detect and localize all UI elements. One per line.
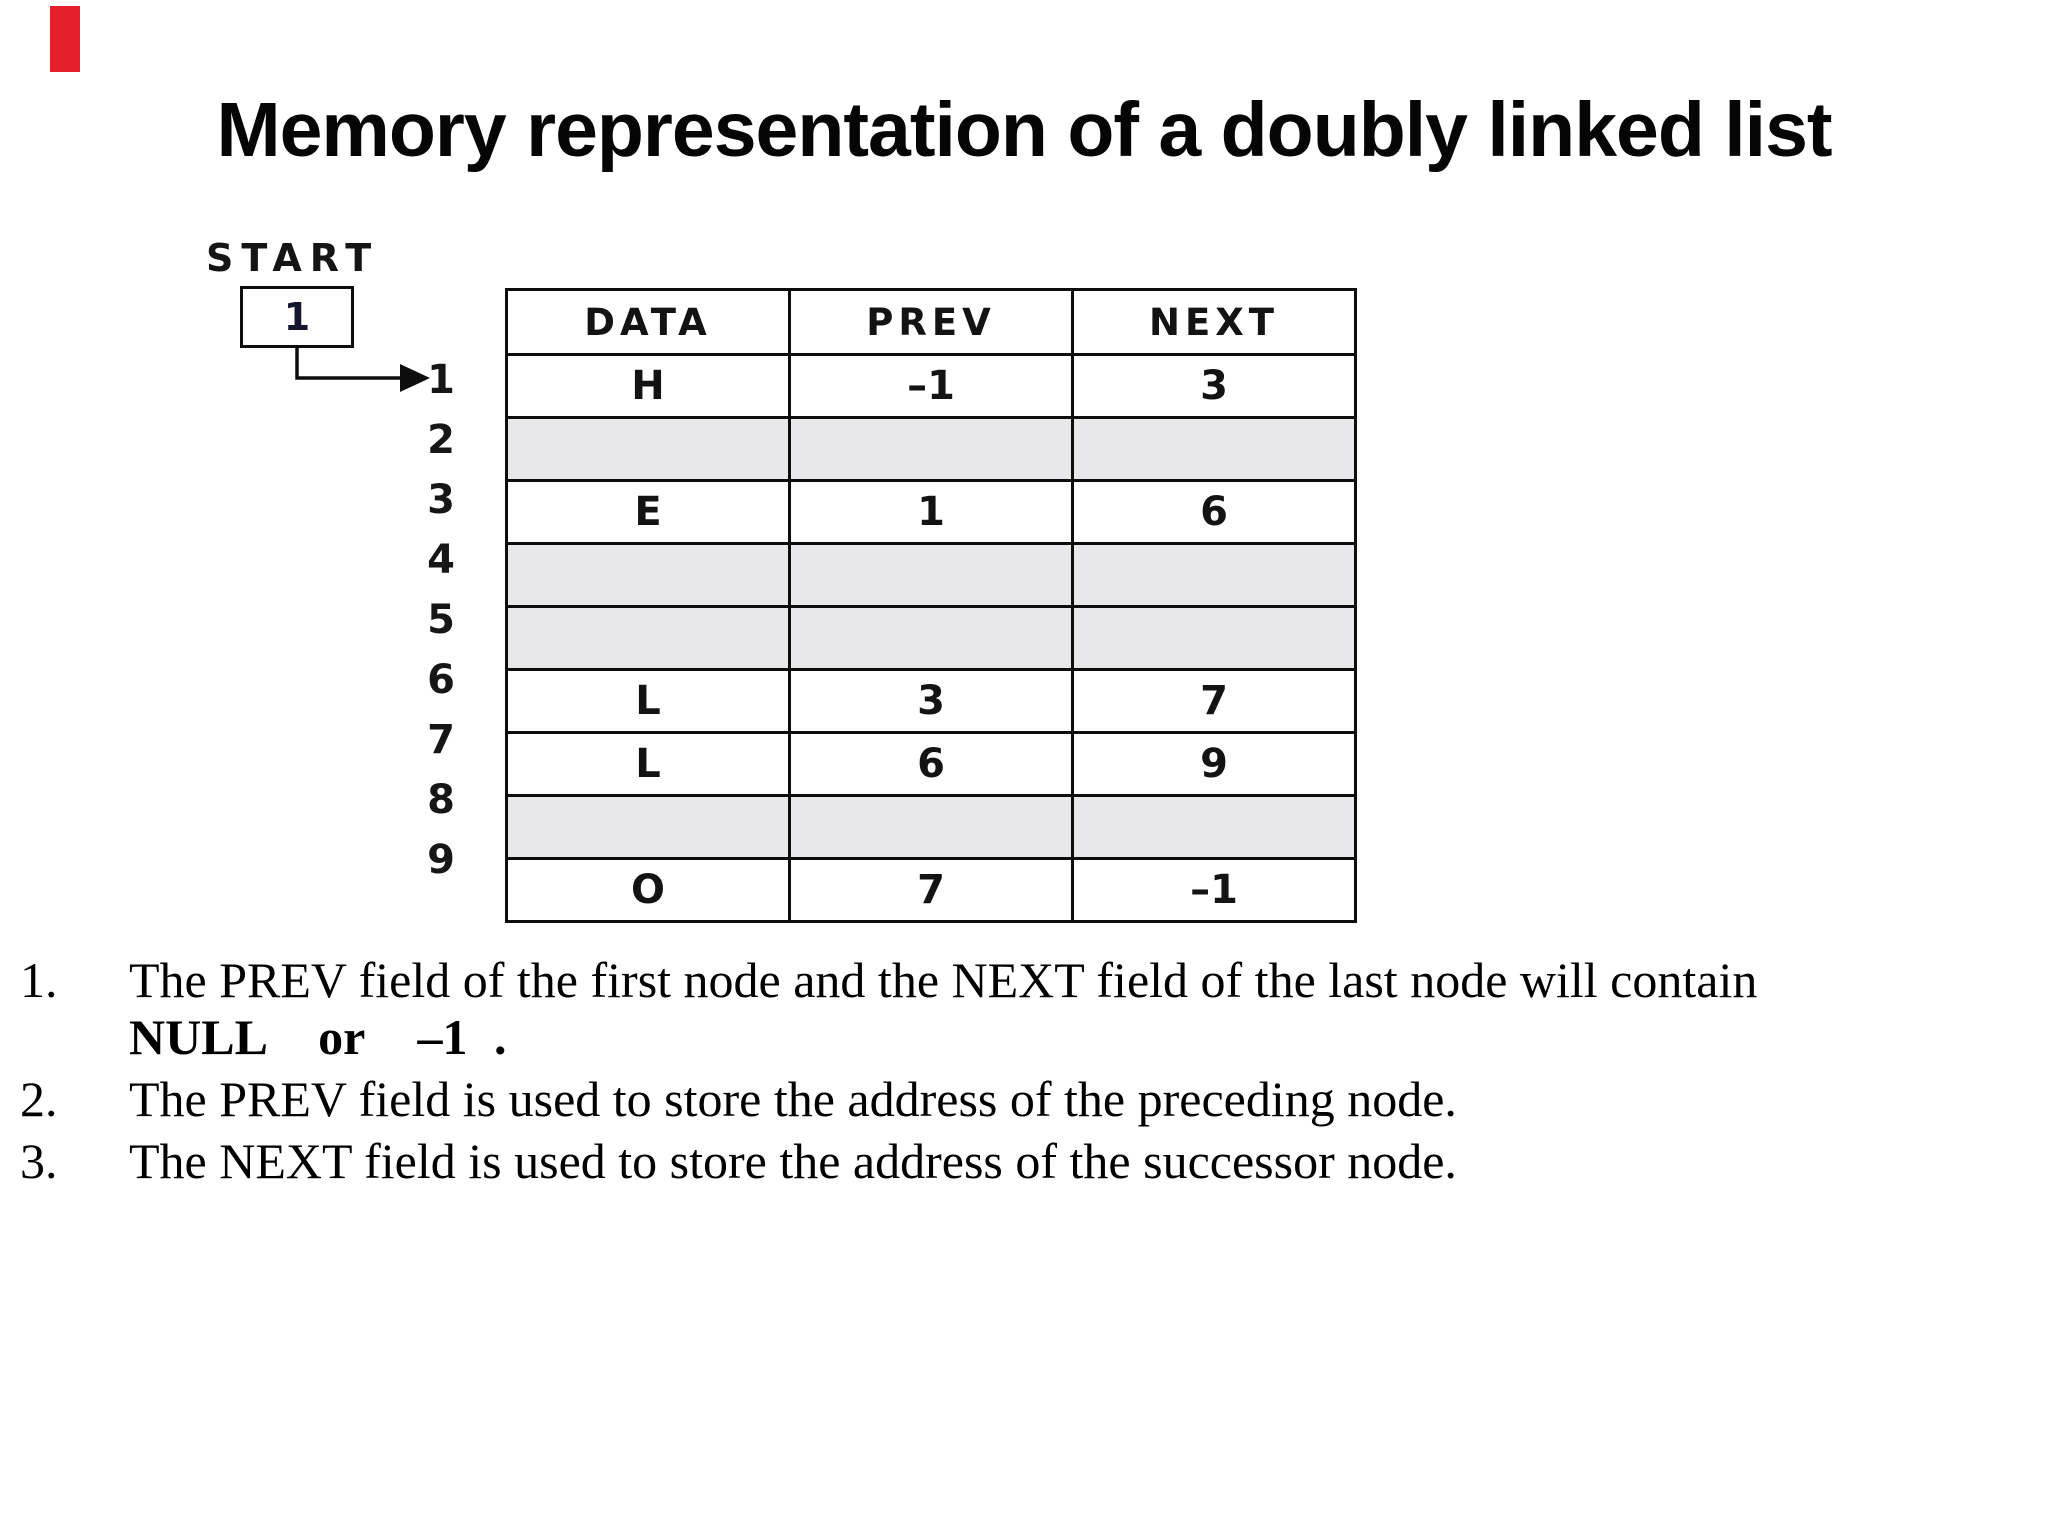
- note-number: 1.: [20, 952, 58, 1008]
- table-row: L 3 7: [505, 668, 1357, 734]
- start-label: START: [206, 236, 380, 280]
- table-row: E 1 6: [505, 479, 1357, 545]
- table-row: O 7 –1: [505, 857, 1357, 923]
- cell-next: 3: [1071, 353, 1357, 419]
- cell-prev: [788, 794, 1074, 860]
- cell-data: H: [505, 353, 791, 419]
- cell-prev: 3: [788, 668, 1074, 734]
- cell-next: [1071, 794, 1357, 860]
- cell-prev: [788, 605, 1074, 671]
- address-label: 3: [427, 477, 455, 523]
- note-number: 2.: [20, 1071, 58, 1127]
- table-row: [505, 794, 1357, 860]
- cell-next: –1: [1071, 857, 1357, 923]
- cell-data: L: [505, 731, 791, 797]
- cell-prev: 1: [788, 479, 1074, 545]
- table-row: [505, 605, 1357, 671]
- cell-prev: [788, 542, 1074, 608]
- cell-next: 7: [1071, 668, 1357, 734]
- cell-next: [1071, 416, 1357, 482]
- cell-next: 6: [1071, 479, 1357, 545]
- cell-data: [505, 542, 791, 608]
- address-label: 7: [427, 717, 455, 763]
- memory-table: DATA PREV NEXT H –1 3 E 1 6: [505, 288, 1357, 923]
- start-pointer-box: 1: [240, 286, 354, 348]
- table-header-row: DATA PREV NEXT: [505, 288, 1357, 356]
- cell-data: O: [505, 857, 791, 923]
- table-row: [505, 416, 1357, 482]
- cell-prev: 7: [788, 857, 1074, 923]
- cell-data: E: [505, 479, 791, 545]
- note-text: The PREV field is used to store the addr…: [129, 1071, 1457, 1127]
- accent-bar: [50, 6, 80, 72]
- table-row: H –1 3: [505, 353, 1357, 419]
- note-bold-text: NULL or –1 .: [129, 1009, 507, 1065]
- note-text: The PREV field of the first node and the…: [129, 952, 1758, 1008]
- cell-next: 9: [1071, 731, 1357, 797]
- column-header-next: NEXT: [1071, 288, 1357, 356]
- cell-prev: [788, 416, 1074, 482]
- table-row: [505, 542, 1357, 608]
- note-item-2: 2. The PREV field is used to store the a…: [15, 1071, 2030, 1128]
- address-label: 4: [427, 537, 455, 583]
- note-number: 3.: [20, 1133, 58, 1189]
- start-pointer-value: 1: [283, 295, 311, 339]
- cell-data: [505, 416, 791, 482]
- address-label: 9: [427, 837, 455, 883]
- note-text: The NEXT field is used to store the addr…: [129, 1133, 1457, 1189]
- memory-address-labels: 1 2 3 4 5 6 7 8 9: [418, 350, 464, 890]
- cell-next: [1071, 605, 1357, 671]
- address-label: 6: [427, 657, 455, 703]
- page-title: Memory representation of a doubly linked…: [216, 87, 1832, 173]
- cell-data: [505, 794, 791, 860]
- address-label: 8: [427, 777, 455, 823]
- note-item-3: 3. The NEXT field is used to store the a…: [15, 1133, 2030, 1190]
- table-row: L 6 9: [505, 731, 1357, 797]
- address-label: 2: [427, 417, 455, 463]
- column-header-data: DATA: [505, 288, 791, 356]
- address-label: 5: [427, 597, 455, 643]
- notes-list: 1. The PREV field of the first node and …: [15, 952, 2030, 1195]
- cell-data: [505, 605, 791, 671]
- cell-prev: 6: [788, 731, 1074, 797]
- cell-prev: –1: [788, 353, 1074, 419]
- column-header-prev: PREV: [788, 288, 1074, 356]
- address-label: 1: [427, 357, 455, 403]
- cell-next: [1071, 542, 1357, 608]
- cell-data: L: [505, 668, 791, 734]
- note-item-1: 1. The PREV field of the first node and …: [15, 952, 2030, 1066]
